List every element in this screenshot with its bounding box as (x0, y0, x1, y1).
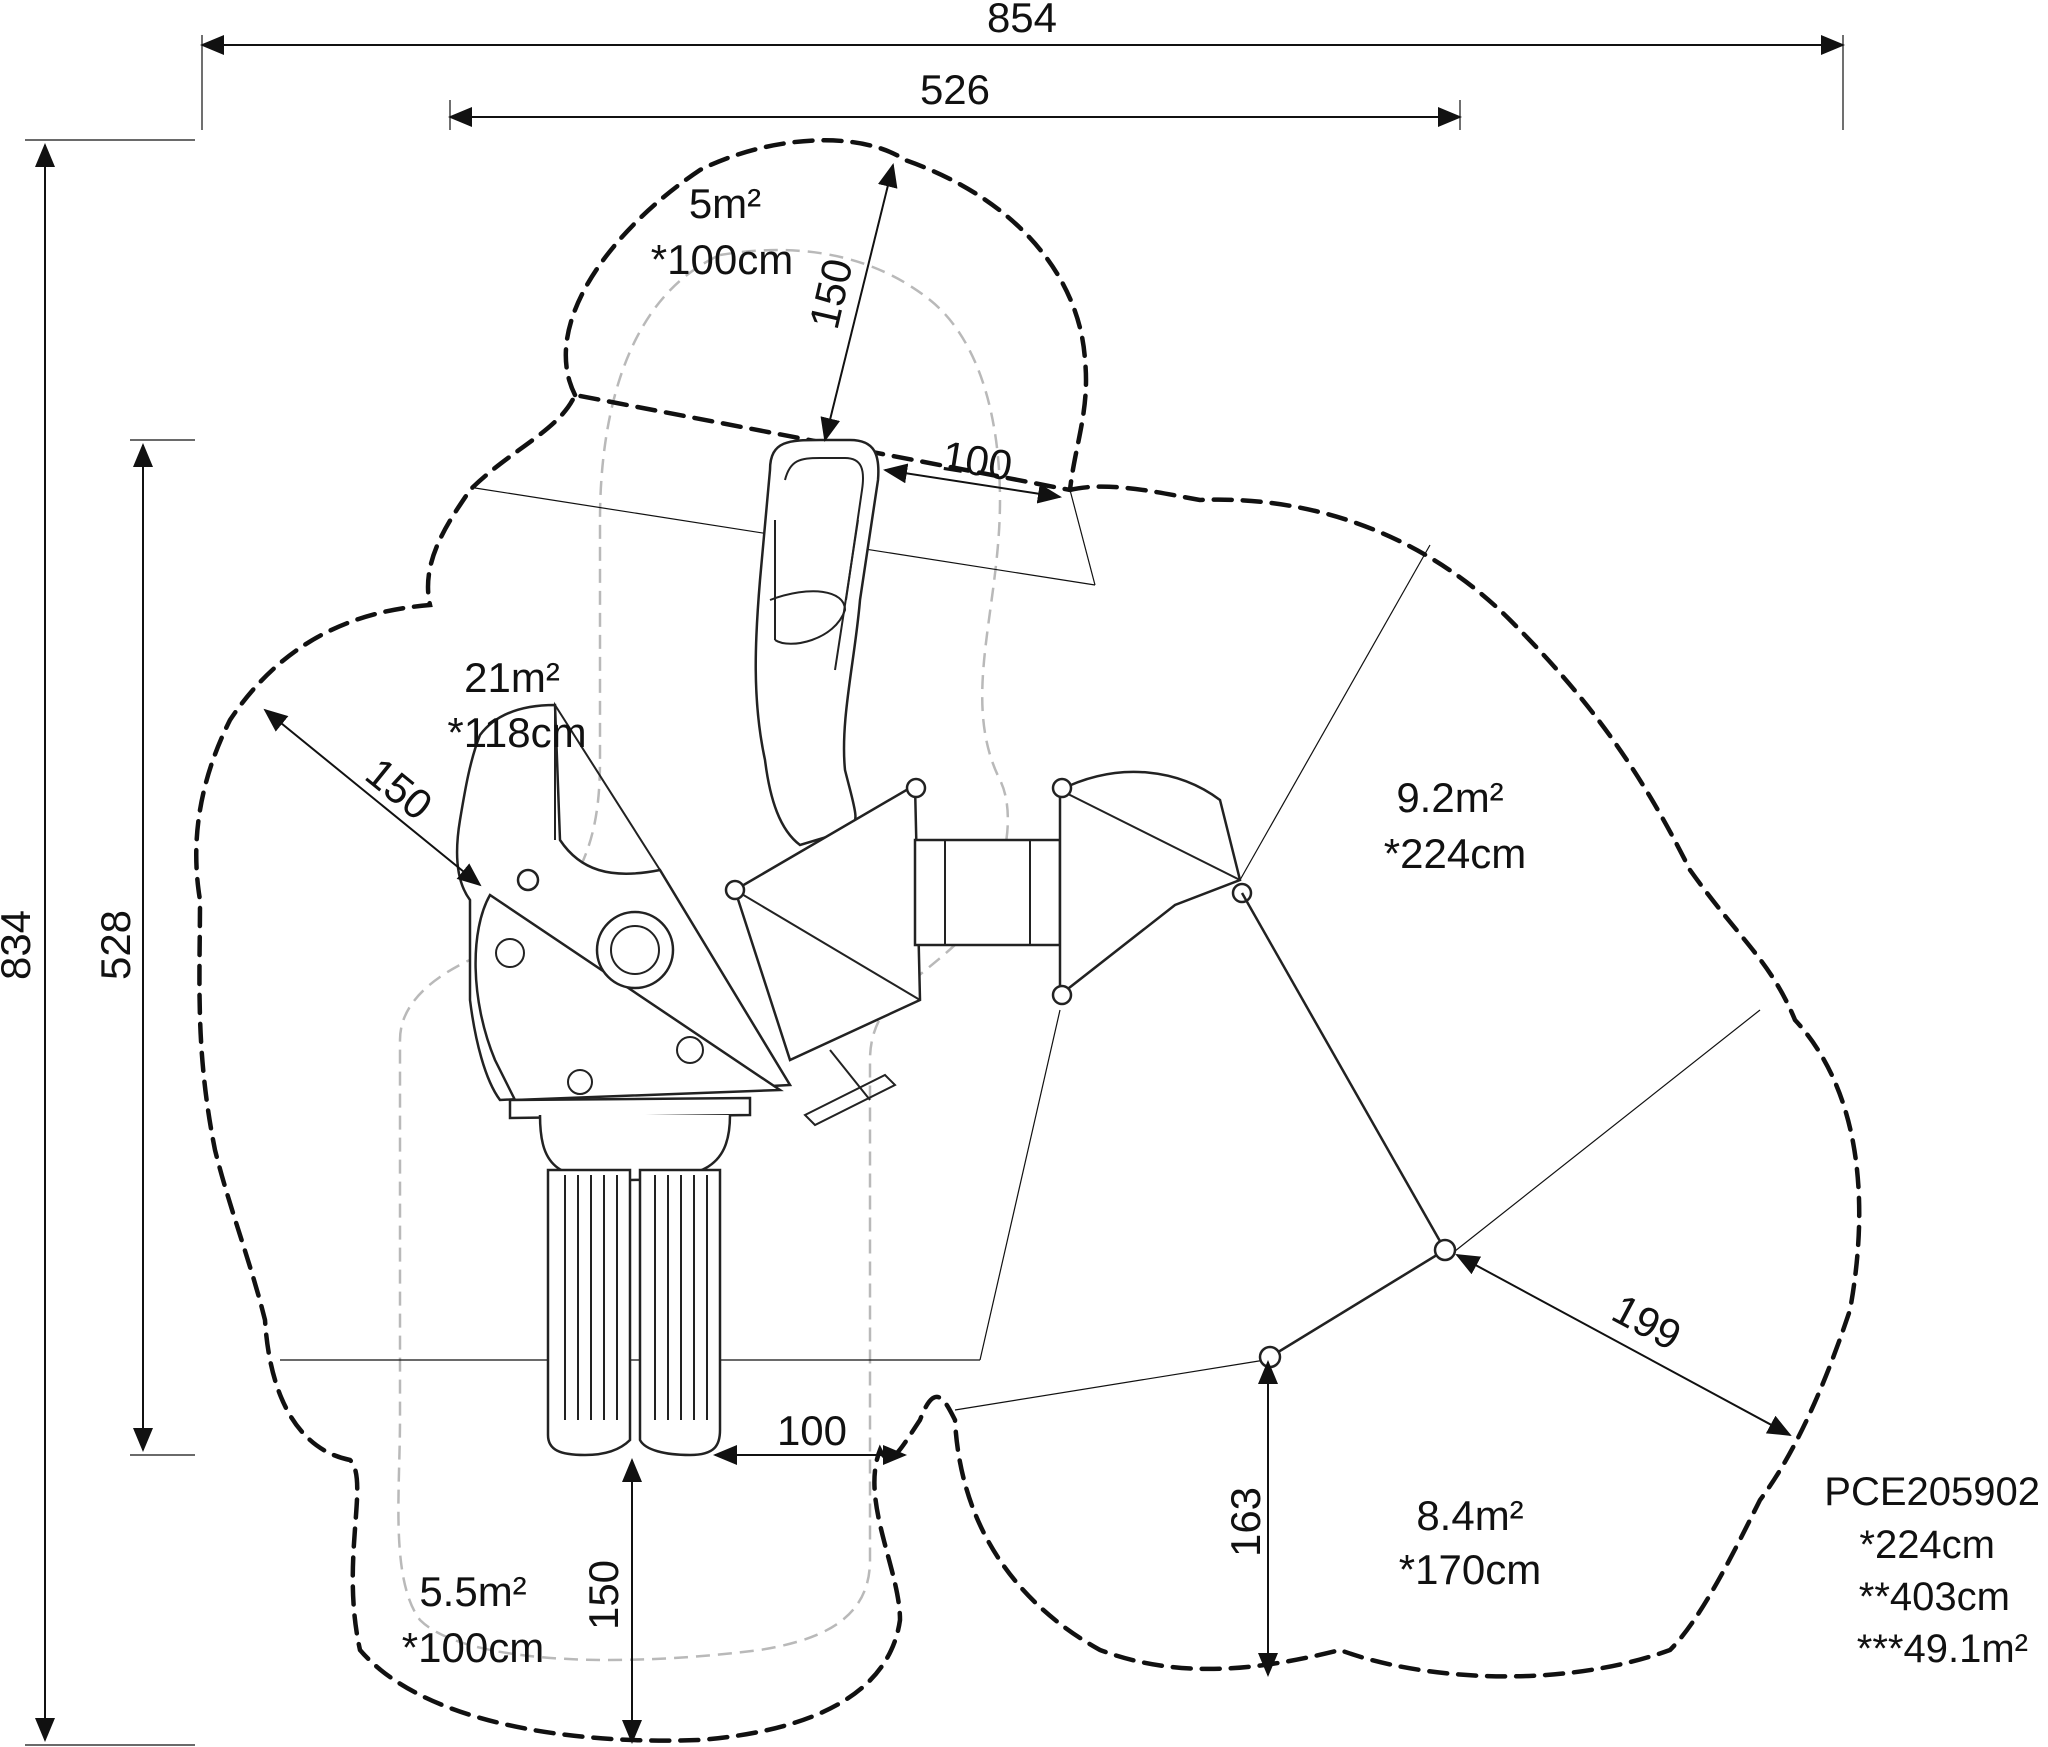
zone-bottom-area: 5.5m² (419, 1568, 526, 1615)
zone-top-area: 5m² (689, 180, 761, 227)
safety-zone-boundary (194, 138, 1862, 1743)
product-max-fall-height: *224cm (1859, 1523, 1995, 1567)
zone-bottom-right-fall-height: *170cm (1399, 1546, 1541, 1593)
zone-bottom-right-area: 8.4m² (1416, 1492, 1523, 1539)
inner-height-label: 528 (92, 910, 139, 980)
tube-slide-ribs (564, 1175, 708, 1420)
slide (754, 438, 880, 847)
radius-right-label: 199 (1605, 1285, 1689, 1359)
zone-labels: 5m² *100cm 21m² *118cm 9.2m² *224cm 8.4m… (402, 180, 1541, 1671)
product-code: PCE205902 (1824, 1470, 2040, 1514)
platform-bridge (724, 770, 1253, 1127)
tube-slides (546, 1168, 722, 1457)
gap-top-label: 100 (939, 432, 1016, 489)
product-info: PCE205902 *224cm **403cm ***49.1m² (1824, 1470, 2040, 1671)
zone-bottom-fall-height: *100cm (402, 1624, 544, 1671)
clearance-top-label: 150 (800, 254, 862, 333)
clearance-left-label: 150 (357, 748, 441, 829)
rope-arm (1240, 892, 1457, 1369)
zone-top-fall-height: *100cm (651, 236, 793, 283)
zone-left-fall-height: *118cm (447, 709, 586, 756)
gap-bottom-label: 100 (777, 1407, 847, 1454)
zone-left-area: 21m² (464, 654, 560, 701)
tower (455, 701, 793, 1182)
overall-width-label: 854 (987, 0, 1057, 41)
clearance-bottom-label: 150 (580, 1560, 627, 1630)
height-bottom-right-label: 163 (1222, 1487, 1269, 1557)
zone-right-fall-height: *224cm (1384, 830, 1526, 877)
overall-height-label: 834 (0, 910, 39, 980)
inner-width-label: 526 (920, 66, 990, 113)
product-total-area: ***49.1m² (1857, 1627, 2028, 1671)
zone-right-area: 9.2m² (1396, 774, 1503, 821)
product-total-height: **403cm (1859, 1575, 2010, 1619)
dimension-lines (25, 35, 1845, 1746)
